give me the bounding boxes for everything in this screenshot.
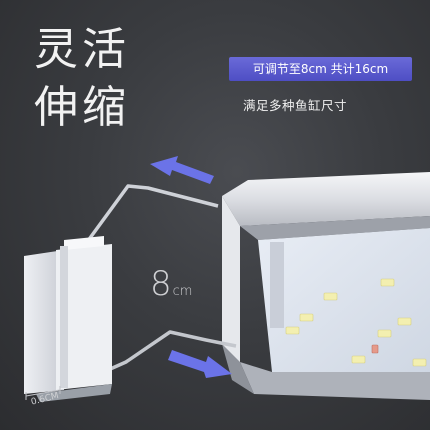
led-chips <box>285 278 427 367</box>
lower-bracket-wire <box>107 330 237 372</box>
dimension-value: 8 <box>150 264 172 304</box>
thickness-dimension-line <box>25 386 61 400</box>
subtitle: 满足多种鱼缸尺寸 <box>243 98 348 113</box>
arrow-down-right-icon <box>168 350 232 378</box>
dimension-unit: cm <box>172 284 193 299</box>
light-fixture <box>222 172 430 400</box>
adjustable-length-tag: 可调节至8cm 共计16cm <box>229 57 412 81</box>
headline-line-1: 灵活 <box>34 24 130 75</box>
arrow-up-left-icon <box>150 156 214 184</box>
tank-clip <box>24 236 112 402</box>
upper-bracket-wire <box>84 184 219 247</box>
headline-line-2: 伸缩 <box>34 82 130 133</box>
dimension-label: 8cm <box>150 264 192 304</box>
